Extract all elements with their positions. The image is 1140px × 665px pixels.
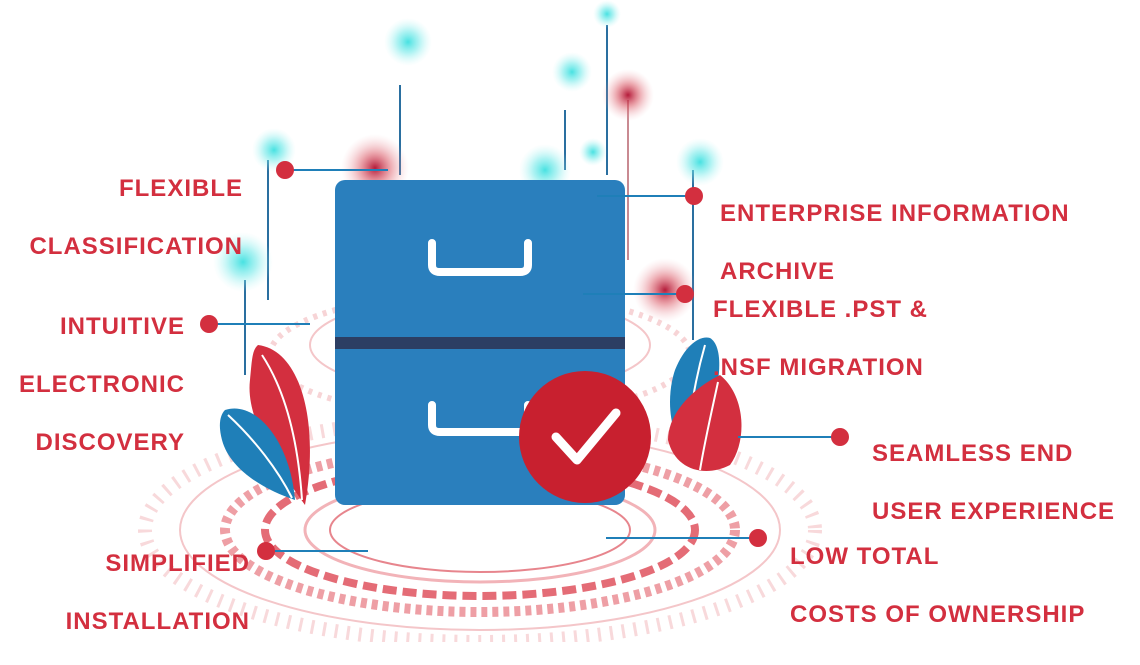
checkmark-badge-icon xyxy=(519,371,651,503)
label-low-cost: LOW TOTAL COSTS OF OWNERSHIP xyxy=(790,543,1086,628)
connectors xyxy=(200,161,849,560)
illustration xyxy=(138,0,849,642)
connector-simplified-installation xyxy=(257,542,368,560)
label-enterprise-archive: ENTERPRISE INFORMATION ARCHIVE xyxy=(720,200,1070,285)
label-intuitive-discovery: INTUITIVE ELECTRONIC DISCOVERY xyxy=(19,313,185,456)
label-flexible-classification: FLEXIBLE CLASSIFICATION xyxy=(29,175,243,260)
label-pst-migration: FLEXIBLE .PST & .NSF MIGRATION xyxy=(713,296,929,381)
connector-intuitive-discovery xyxy=(200,315,310,333)
leaves-right xyxy=(668,337,742,472)
connector-enterprise-archive xyxy=(597,187,703,205)
connector-seamless-experience xyxy=(738,428,849,446)
label-seamless-experience: SEAMLESS END USER EXPERIENCE xyxy=(872,440,1116,525)
diagram-stage: FLEXIBLE CLASSIFICATION INTUITIVE ELECTR… xyxy=(19,0,1116,642)
connector-low-cost xyxy=(606,529,767,547)
leaves-left xyxy=(219,345,310,505)
label-simplified-installation: SIMPLIFIED INSTALLATION xyxy=(65,550,250,635)
connector-flexible-classification xyxy=(276,161,388,179)
connector-pst-migration xyxy=(583,285,694,303)
